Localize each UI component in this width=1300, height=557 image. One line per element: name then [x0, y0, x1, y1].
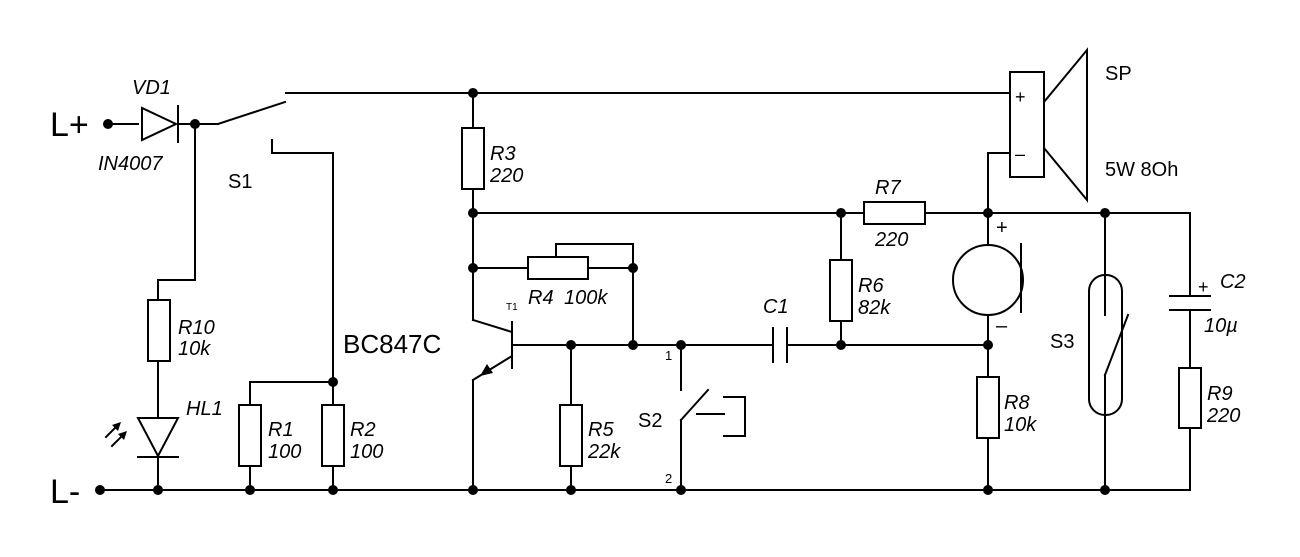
r3-ref-label: R3 — [490, 143, 516, 165]
r4-ref-label: R4 — [528, 287, 554, 309]
sp-ref-label: SP — [1105, 63, 1132, 85]
resistor-r6: R6 82k — [829, 259, 891, 322]
microphone: + – — [952, 217, 1024, 337]
resistor-r1: R1 100 — [238, 404, 301, 467]
junction-dot — [983, 485, 993, 495]
s2-ref-label: S2 — [638, 410, 662, 432]
r9-ref-label: R9 — [1207, 383, 1233, 405]
junction-dot — [468, 263, 478, 273]
wires — [99, 92, 1191, 491]
junction-dot — [566, 485, 576, 495]
transistor-t1: T1 BC847C — [343, 302, 518, 382]
junctions — [95, 88, 1110, 495]
s1-ref-label: S1 — [228, 171, 252, 193]
c2-value-label: 10µ — [1204, 315, 1238, 337]
r7-ref-label: R7 — [875, 177, 901, 199]
vd1-ref-label: VD1 — [132, 77, 171, 99]
junction-dot — [95, 485, 105, 495]
r8-value-label: 10k — [1004, 414, 1037, 436]
c2-plus-label: + — [1198, 277, 1209, 297]
r2-ref-label: R2 — [350, 419, 376, 441]
resistor-r10: R10 10k — [147, 299, 215, 362]
r1-value-label: 100 — [268, 441, 301, 463]
junction-dot — [983, 208, 993, 218]
c2-ref-label: C2 — [1220, 271, 1246, 293]
junction-dot — [468, 208, 478, 218]
s2-pin2-label: 2 — [665, 471, 672, 486]
potentiometer-r4: R4 100k — [527, 256, 608, 309]
junction-dot — [566, 340, 576, 350]
s3-ref-label: S3 — [1050, 331, 1074, 353]
s2-pin1-label: 1 — [665, 348, 672, 363]
r3-value-label: 220 — [489, 165, 523, 187]
led-hl1: HL1 — [104, 398, 223, 459]
junction-dot — [628, 340, 638, 350]
r10-ref-label: R10 — [178, 317, 215, 339]
r5-value-label: 22k — [587, 441, 621, 463]
r10-value-label: 10k — [178, 338, 211, 360]
junction-dot — [676, 340, 686, 350]
r4-value-label: 100k — [564, 287, 608, 309]
junction-dot — [103, 119, 113, 129]
sp-minus-label: – — [1015, 144, 1025, 164]
diode-vd1: VD1 IN4007 — [98, 77, 179, 175]
r6-ref-label: R6 — [858, 275, 884, 297]
negative-terminal-label: L- — [50, 473, 80, 511]
junction-dot — [983, 340, 993, 350]
capacitor-c1: C1 — [763, 296, 789, 363]
resistor-r7: R7 220 — [863, 177, 926, 251]
resistor-r9: R9 220 — [1178, 367, 1240, 429]
r8-ref-label: R8 — [1004, 392, 1030, 414]
r9-value-label: 220 — [1206, 405, 1240, 427]
junction-dot — [628, 263, 638, 273]
junction-dot — [468, 88, 478, 98]
vd1-value-label: IN4007 — [98, 153, 163, 175]
r5-ref-label: R5 — [588, 419, 614, 441]
r2-value-label: 100 — [350, 441, 383, 463]
resistor-r5: R5 22k — [559, 404, 621, 467]
junction-dot — [468, 485, 478, 495]
resistor-r2: R2 100 — [321, 404, 383, 467]
junction-dot — [190, 119, 200, 129]
junction-dot — [676, 485, 686, 495]
switch-s2: S2 1 2 — [638, 348, 746, 486]
mic-minus-label: – — [996, 315, 1008, 337]
r6-value-label: 82k — [858, 297, 891, 319]
t1-part-label: BC847C — [343, 329, 441, 359]
junction-dot — [328, 485, 338, 495]
junction-dot — [328, 377, 338, 387]
t1-ref-label: T1 — [506, 302, 518, 313]
sp-plus-label: + — [1015, 87, 1026, 107]
resistor-r3: R3 220 — [461, 127, 523, 190]
hl1-ref-label: HL1 — [186, 398, 223, 420]
junction-dot — [1100, 208, 1110, 218]
junction-dot — [836, 208, 846, 218]
sp-rating-label: 5W 8Oh — [1105, 159, 1178, 181]
resistor-r8: R8 10k — [976, 376, 1037, 439]
r7-value-label: 220 — [874, 229, 908, 251]
junction-dot — [836, 340, 846, 350]
mic-plus-label: + — [996, 217, 1008, 239]
speaker-sp: + – SP 5W 8Oh — [1009, 47, 1178, 203]
junction-dot — [153, 485, 163, 495]
junction-dot — [245, 485, 255, 495]
c1-ref-label: C1 — [763, 296, 789, 318]
r1-ref-label: R1 — [268, 419, 294, 441]
junction-dot — [1100, 485, 1110, 495]
capacitor-c2: + C2 10µ — [1169, 271, 1246, 337]
reed-switch-s3: S3 — [1050, 274, 1130, 416]
positive-terminal-label: L+ — [50, 106, 89, 144]
